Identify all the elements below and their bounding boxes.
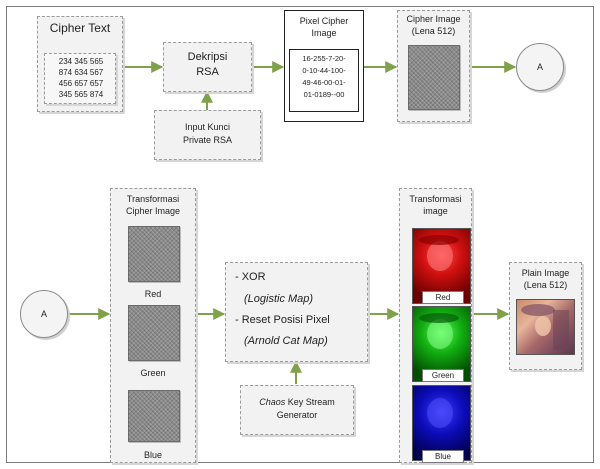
connector-label: A xyxy=(536,62,543,72)
cipher-text-line: 874 634 567 xyxy=(58,68,104,77)
red-channel-label: Red xyxy=(422,291,464,304)
pixel-cipher-line: 49-46-00-01- xyxy=(302,78,346,87)
pixel-cipher-line: 0-10-44-100- xyxy=(302,66,346,75)
cipher-green-label: Green xyxy=(140,368,166,378)
cipher-text-line: 456 657 657 xyxy=(58,79,104,88)
chaos-italic: Chaos xyxy=(259,397,286,407)
dekripsi-rsa-label: Dekripsi xyxy=(187,51,228,63)
dekripsi-rsa-box xyxy=(163,42,252,92)
pixel-cipher-title: Image xyxy=(311,28,337,38)
plain-image-title: Plain Image xyxy=(521,268,570,278)
process-line: - Reset Posisi Pixel xyxy=(235,314,330,326)
input-kunci-box xyxy=(154,110,261,160)
process-line: - XOR xyxy=(235,271,266,283)
dekripsi-rsa-label: RSA xyxy=(196,66,219,78)
pixel-cipher-title: Pixel Cipher xyxy=(299,16,349,26)
cipher-image-title: Cipher Image xyxy=(406,14,461,24)
blue-channel-image xyxy=(412,385,471,461)
pixel-cipher-values: 16-255-7-20- 0-10-44-100- 49-46-00-01- 0… xyxy=(289,49,359,112)
cipher-red-label: Red xyxy=(144,289,162,299)
cipher-text-line: 345 565 874 xyxy=(58,90,104,99)
transform-cipher-title: Cipher Image xyxy=(125,206,181,216)
cipher-image-title: (Lena 512) xyxy=(411,26,456,36)
blue-channel-label: Blue xyxy=(422,450,464,463)
cipher-blue-label: Blue xyxy=(143,450,162,460)
diagram-frame xyxy=(6,6,594,463)
pixel-cipher-line: 16-255-7-20- xyxy=(302,54,346,63)
cipher-text-line: 234 345 565 xyxy=(58,57,104,66)
pixel-cipher-line: 01-0189--00 xyxy=(303,90,345,99)
process-box xyxy=(225,262,368,362)
chaos-rest: Key Stream xyxy=(285,397,335,407)
cipher-green-noise xyxy=(128,305,180,361)
chaos-generator-label: Generator xyxy=(276,410,318,420)
cipher-blue-noise xyxy=(128,390,180,442)
transform-image-title: image xyxy=(423,206,448,216)
cipher-text-title: Cipher Text xyxy=(49,21,111,35)
connector-a-bottom: A xyxy=(20,290,68,338)
process-line: (Arnold Cat Map) xyxy=(244,335,328,347)
cipher-image-noise xyxy=(408,45,460,110)
connector-label: A xyxy=(40,309,47,319)
input-kunci-label: Input Kunci xyxy=(184,122,231,132)
cipher-red-noise xyxy=(128,226,180,282)
connector-a-top: A xyxy=(516,43,564,91)
process-line: (Logistic Map) xyxy=(244,293,314,305)
chaos-generator-box xyxy=(240,385,354,435)
plain-lena-image xyxy=(516,299,575,355)
transform-image-title: Transformasi xyxy=(409,194,462,204)
transform-cipher-title: Transformasi xyxy=(126,194,180,204)
input-kunci-label: Private RSA xyxy=(182,135,233,145)
plain-image-title: (Lena 512) xyxy=(523,280,568,290)
green-channel-label: Green xyxy=(422,369,464,382)
chaos-generator-label: Chaos Key Stream xyxy=(240,397,354,407)
cipher-text-values: 234 345 565 874 634 567 456 657 657 345 … xyxy=(44,53,116,104)
